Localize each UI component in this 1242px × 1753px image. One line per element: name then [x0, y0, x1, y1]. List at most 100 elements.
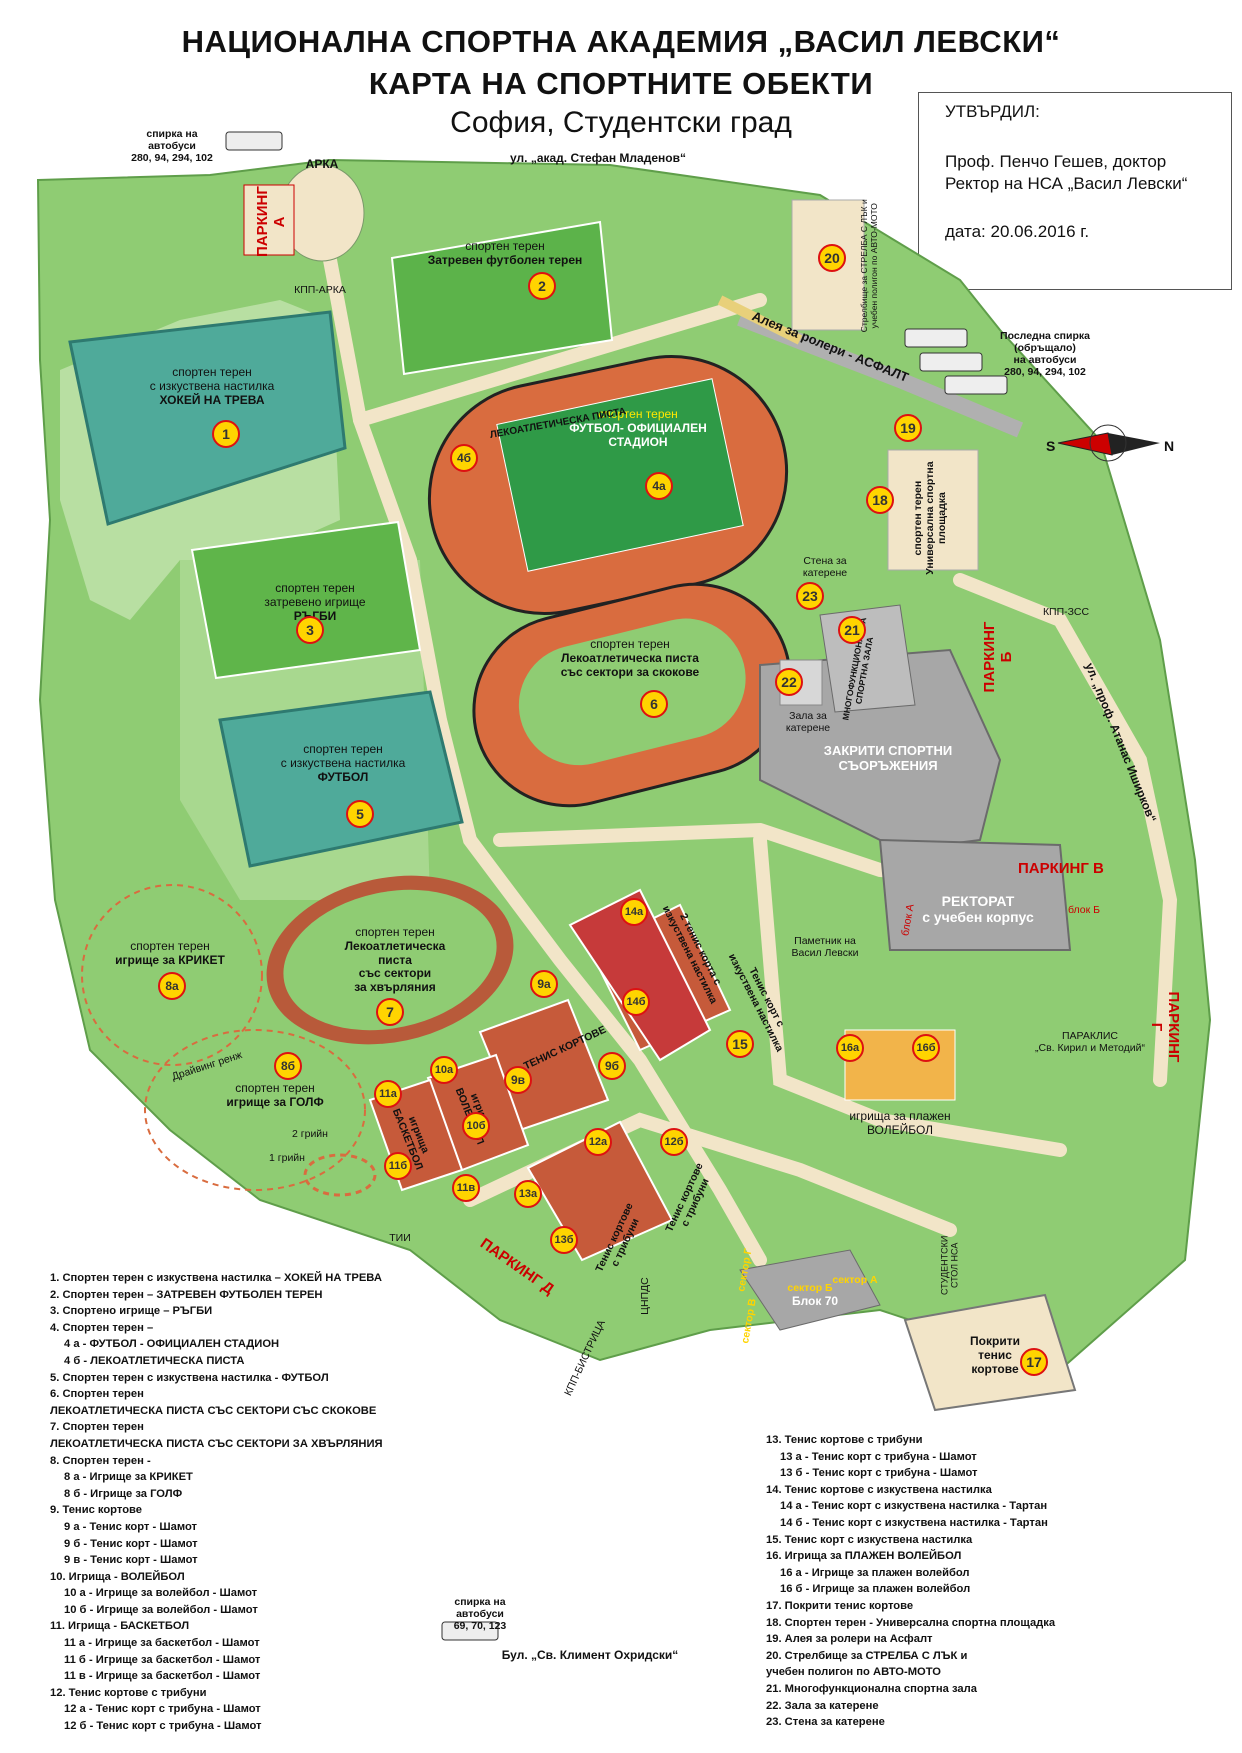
approval-heading: УТВЪРДИЛ:	[945, 102, 1040, 121]
marker-11b[interactable]: 11б	[384, 1152, 412, 1180]
compass-n: N	[1164, 438, 1175, 454]
marker-3[interactable]: 3	[296, 616, 324, 644]
marker-22[interactable]: 22	[775, 668, 803, 696]
legend-item: 14 б - Тенис корт с изкуствена настилка …	[780, 1516, 1048, 1529]
legend-item: 10 а - Игрище за волейбол - Шамот	[64, 1587, 258, 1600]
marker-18[interactable]: 18	[866, 486, 894, 514]
legend-item: 11. Игрища - БАСКЕТБОЛ	[50, 1620, 190, 1633]
legend-item: 1. Спортен терен с изкуствена настилка –…	[50, 1272, 382, 1284]
legend-item: ЛЕКОАТЛЕТИЧЕСКА ПИСТА СЪС СЕКТОРИ СЪС СК…	[50, 1404, 377, 1417]
legend-item: 10 б - Игрище за волейбол - Шамот	[64, 1603, 258, 1616]
legend-item: 16. Игрища за ПЛАЖЕН ВОЛЕЙБОЛ	[766, 1550, 962, 1563]
marker-17[interactable]: 17	[1020, 1348, 1048, 1376]
parking-v: ПАРКИНГ В	[1018, 860, 1104, 877]
legend-item: 9 а - Тенис корт - Шамот	[64, 1520, 197, 1533]
marker-14a[interactable]: 14а	[620, 898, 648, 926]
label-kpp-arch: КПП-АРКА	[294, 284, 346, 296]
marker-16b[interactable]: 16б	[912, 1034, 940, 1062]
marker-8a[interactable]: 8а	[158, 972, 186, 1000]
legend-item: 11 в - Игрище за баскетбол - Шамот	[64, 1670, 261, 1683]
legend-item: 13 а - Тенис корт с трибуна - Шамот	[780, 1450, 977, 1463]
marker-19[interactable]: 19	[894, 414, 922, 442]
legend-item: учебен полигон по АВТО-МОТО	[766, 1666, 941, 1679]
marker-12b[interactable]: 12б	[660, 1128, 688, 1156]
marker-9b[interactable]: 9б	[598, 1052, 626, 1080]
legend-item: 8. Спортен терен -	[50, 1454, 151, 1467]
label-sector-a: сектор А	[832, 1274, 878, 1286]
marker-7[interactable]: 7	[376, 998, 404, 1026]
marker-16a[interactable]: 16а	[836, 1034, 864, 1062]
marker-14b[interactable]: 14б	[622, 988, 650, 1016]
legend-item: 7. Спортен терен	[50, 1421, 144, 1434]
map-title-line1: НАЦИОНАЛНА СПОРТНА АКАДЕМИЯ „ВАСИЛ ЛЕВСК…	[181, 24, 1061, 59]
legend-item: 8 б - Игрище за ГОЛФ	[64, 1487, 183, 1500]
marker-10b[interactable]: 10б	[462, 1112, 490, 1140]
label-covered-tennis: Покрити тенис кортове	[970, 1334, 1020, 1376]
marker-8b[interactable]: 8б	[274, 1052, 302, 1080]
label-sector-b: сектор Б	[787, 1282, 833, 1294]
marker-11v[interactable]: 11в	[452, 1174, 480, 1202]
legend-item: 16 б - Игрище за плажен волейбол	[780, 1583, 971, 1596]
legend-item: 18. Спортен терен - Универсална спортна …	[766, 1616, 1056, 1629]
label-block-70: Блок 70	[791, 1294, 839, 1308]
approval-box: УТВЪРДИЛ: Проф. Пенчо Гешев, доктор Рект…	[918, 92, 1232, 290]
legend-item: ЛЕКОАТЛЕТИЧЕСКА ПИСТА СЪС СЕКТОРИ ЗА ХВЪ…	[50, 1437, 383, 1450]
label-universal-18: спортен терен Универсална спортна площад…	[911, 461, 949, 575]
label-cnpds: ЦНПДС	[638, 1277, 651, 1315]
marker-15[interactable]: 15	[726, 1030, 754, 1058]
marker-13b[interactable]: 13б	[550, 1226, 578, 1254]
legend-item: 23. Стена за катерене	[766, 1716, 885, 1729]
legend-item: 5. Спортен терен с изкуствена настилка -…	[50, 1371, 329, 1384]
marker-5[interactable]: 5	[346, 800, 374, 828]
compass-s: S	[1046, 438, 1056, 454]
legend-item: 10. Игрища - ВОЛЕЙБОЛ	[50, 1570, 185, 1583]
legend-item: 9. Тенис кортове	[50, 1504, 142, 1517]
marker-23[interactable]: 23	[796, 582, 824, 610]
legend-item: 4. Спортен терен –	[50, 1321, 154, 1334]
legend-item: 9 в - Тенис корт - Шамот	[64, 1554, 198, 1567]
parking-g: ПАРКИНГ Г	[1148, 991, 1182, 1063]
legend-item: 2. Спортен терен – ЗАТРЕВЕН ФУТБОЛЕН ТЕР…	[50, 1288, 323, 1301]
marker-21[interactable]: 21	[838, 616, 866, 644]
marker-11a[interactable]: 11а	[374, 1080, 402, 1108]
marker-12a[interactable]: 12а	[584, 1128, 612, 1156]
map-title-line2: КАРТА НА СПОРТНИТЕ ОБЕКТИ	[368, 66, 874, 101]
legend-item: 8 а - Игрище за КРИКЕТ	[64, 1471, 193, 1484]
marker-10a[interactable]: 10а	[430, 1056, 458, 1084]
street-bottom: Бул. „Св. Климент Охридски“	[501, 1648, 679, 1662]
legend-item: 14. Тенис кортове с изкуствена настилка	[766, 1483, 992, 1496]
label-beach-volley: игрища за плажен ВОЛЕЙБОЛ	[849, 1109, 951, 1137]
label-arch: АРКА	[305, 157, 339, 171]
marker-4b[interactable]: 4б	[450, 444, 478, 472]
marker-2[interactable]: 2	[528, 272, 556, 300]
marker-6[interactable]: 6	[640, 690, 668, 718]
label-shooting-20: Стрелбище за СТРЕЛБА С ЛЪК и учебен поли…	[859, 199, 879, 333]
street-top: ул. „акад. Стефан Младенов“	[510, 151, 686, 165]
label-block-b: блок Б	[1067, 904, 1101, 916]
legend-item: 12 б - Тенис корт с трибуна - Шамот	[64, 1720, 262, 1733]
marker-4a[interactable]: 4а	[645, 472, 673, 500]
map-subtitle: София, Студентски град	[450, 106, 792, 139]
marker-20[interactable]: 20	[818, 244, 846, 272]
label-green-1: 1 грийн	[269, 1152, 305, 1164]
legend-item: 12 а - Тенис корт с трибуна - Шамот	[64, 1703, 261, 1716]
marker-9a[interactable]: 9а	[530, 970, 558, 998]
approval-position: Ректор на НСА „Васил Левски“	[945, 174, 1188, 193]
marker-9v[interactable]: 9в	[504, 1066, 532, 1094]
label-canteen: СТУДЕНТСКИ СТОЛ НСА	[939, 1235, 960, 1296]
label-green-2: 2 грийн	[292, 1128, 328, 1140]
marker-13a[interactable]: 13а	[514, 1180, 542, 1208]
label-tii: ТИИ	[389, 1232, 411, 1244]
legend-item: 4 б - ЛЕКОАТЛЕТИЧЕСКА ПИСТА	[64, 1354, 245, 1367]
marker-1[interactable]: 1	[212, 420, 240, 448]
